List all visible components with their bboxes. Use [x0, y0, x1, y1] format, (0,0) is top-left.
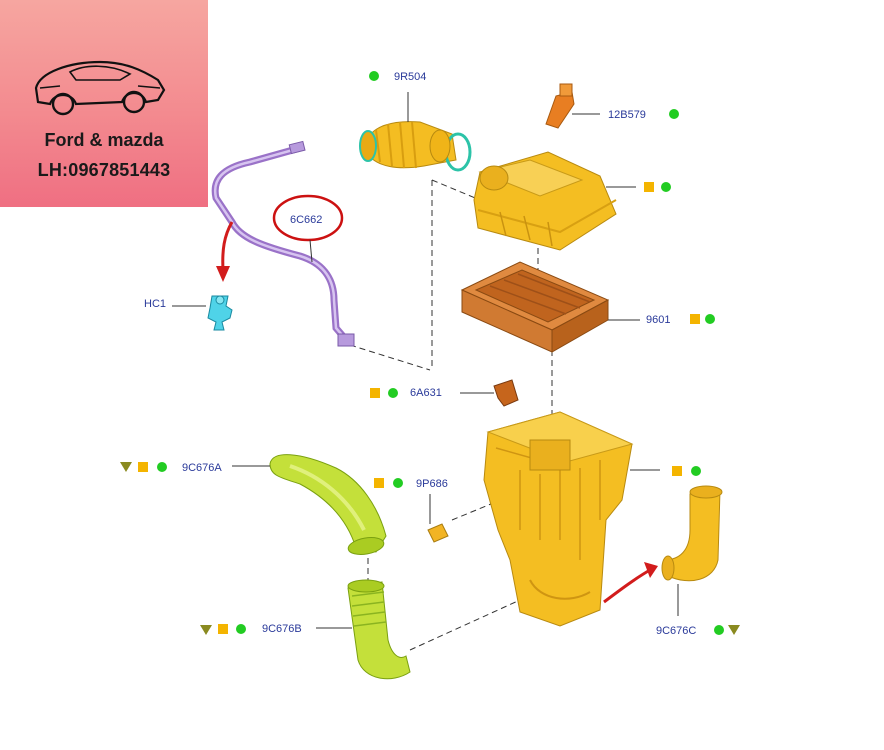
- green-dot-icon: [661, 182, 671, 192]
- air-box-cover[interactable]: [473, 151, 617, 251]
- label-hc1[interactable]: HC1: [144, 298, 166, 310]
- sports-car-icon: [34, 60, 166, 116]
- brand-phone: LH:0967851443: [37, 160, 171, 180]
- duct-9c676c[interactable]: [661, 485, 723, 582]
- olive-triangle-icon: [200, 625, 212, 635]
- duct-9c676a[interactable]: [269, 454, 387, 557]
- leader-line: [309, 239, 313, 263]
- label-9601[interactable]: 9601: [646, 314, 670, 326]
- green-dot-icon: [369, 71, 379, 81]
- dash-line: [349, 344, 431, 371]
- orange-square-icon: [672, 466, 682, 476]
- air-filter-9601[interactable]: [460, 261, 610, 353]
- green-dot-icon: [691, 466, 701, 476]
- breather-tube-6c662[interactable]: [211, 140, 355, 347]
- orange-square-icon: [218, 624, 228, 634]
- green-dot-icon: [714, 625, 724, 635]
- orange-square-icon: [370, 388, 380, 398]
- status-markers: [120, 71, 740, 635]
- label-9r504[interactable]: 9R504: [394, 71, 426, 83]
- intake-hose-9r504[interactable]: [359, 121, 472, 172]
- bracket-6a631[interactable]: [493, 379, 519, 407]
- air-box-lower[interactable]: [483, 411, 634, 627]
- green-dot-icon: [236, 624, 246, 634]
- label-6a631[interactable]: 6A631: [410, 387, 442, 399]
- label-9c676c[interactable]: 9C676C: [656, 625, 696, 637]
- orange-square-icon: [644, 182, 654, 192]
- watermark-brand-panel: Ford & mazda LH:0967851443: [0, 0, 208, 207]
- duct-9c676b[interactable]: [347, 579, 411, 680]
- label-9p686[interactable]: 9P686: [416, 478, 448, 490]
- green-dot-icon: [393, 478, 403, 488]
- brand-name: Ford & mazda: [44, 130, 164, 150]
- highlight-circle: [272, 194, 344, 242]
- green-dot-icon: [705, 314, 715, 324]
- dash-line: [409, 599, 521, 651]
- label-12b579[interactable]: 12B579: [608, 109, 646, 121]
- red-arrow-icon: [603, 562, 658, 604]
- clip-hc1[interactable]: [207, 295, 233, 331]
- fitting-9p686[interactable]: [427, 523, 449, 543]
- orange-square-icon: [138, 462, 148, 472]
- dash-line: [431, 179, 481, 201]
- green-dot-icon: [157, 462, 167, 472]
- olive-triangle-icon: [120, 462, 132, 472]
- green-dot-icon: [388, 388, 398, 398]
- orange-square-icon: [690, 314, 700, 324]
- red-arrow-icon: [216, 221, 234, 282]
- sensor-12b579[interactable]: [545, 83, 575, 129]
- label-6c662[interactable]: 6C662: [290, 214, 322, 226]
- olive-triangle-icon: [728, 625, 740, 635]
- label-9c676a[interactable]: 9C676A: [182, 462, 222, 474]
- orange-square-icon: [374, 478, 384, 488]
- label-9c676b[interactable]: 9C676B: [262, 623, 302, 635]
- green-dot-icon: [669, 109, 679, 119]
